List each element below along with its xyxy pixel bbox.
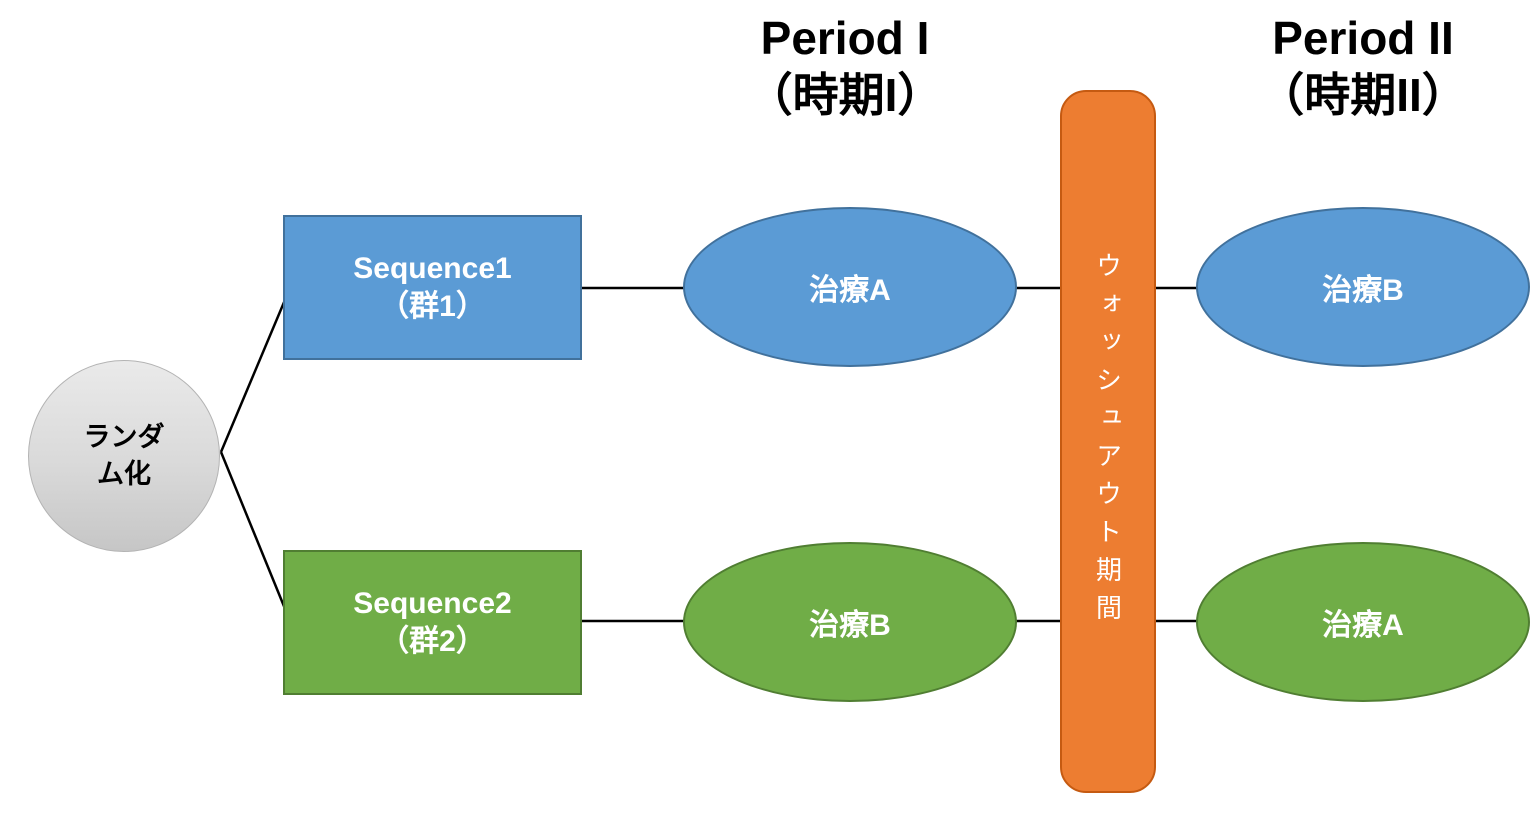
period1-title-line2: （時期I） (746, 69, 944, 121)
washout-period-node: ウォッシュアウト期間 (1060, 90, 1156, 793)
connector-randomization-to-sequence1 (219, 287, 292, 453)
period2-title-line2: （時期II） (1258, 69, 1468, 121)
sequence2-label-line1: Sequence2 (353, 586, 512, 620)
randomization-label-line1: ランダ (83, 422, 165, 452)
period1-title: Period I （時期I） (680, 10, 1010, 124)
period1-sequence2-treatment-node: 治療B (683, 542, 1017, 702)
period2-sequence2-treatment-label: 治療A (1322, 609, 1404, 642)
period1-title-line1: Period I (760, 12, 930, 64)
period2-title: Period II （時期II） (1198, 10, 1528, 124)
period1-sequence1-treatment-node: 治療A (683, 207, 1017, 367)
period1-sequence1-treatment-label: 治療A (809, 274, 891, 307)
randomization-label-line2: ム化 (97, 459, 151, 489)
sequence1-label-line1: Sequence1 (353, 251, 512, 285)
period2-sequence1-treatment-label: 治療B (1322, 274, 1404, 307)
period2-sequence2-treatment-node: 治療A (1196, 542, 1530, 702)
randomization-node: ランダ ム化 (28, 360, 220, 552)
sequence2-label-line2: （群2） (379, 624, 486, 658)
connector-randomization-to-sequence2 (219, 451, 292, 622)
period2-sequence1-treatment-node: 治療B (1196, 207, 1530, 367)
sequence1-label-line2: （群1） (379, 289, 486, 323)
sequence1-node: Sequence1 （群1） (283, 215, 582, 360)
sequence2-node: Sequence2 （群2） (283, 550, 582, 695)
period1-sequence2-treatment-label: 治療B (809, 609, 891, 642)
washout-period-label: ウォッシュアウト期間 (1092, 251, 1123, 632)
period2-title-line1: Period II (1272, 12, 1454, 64)
